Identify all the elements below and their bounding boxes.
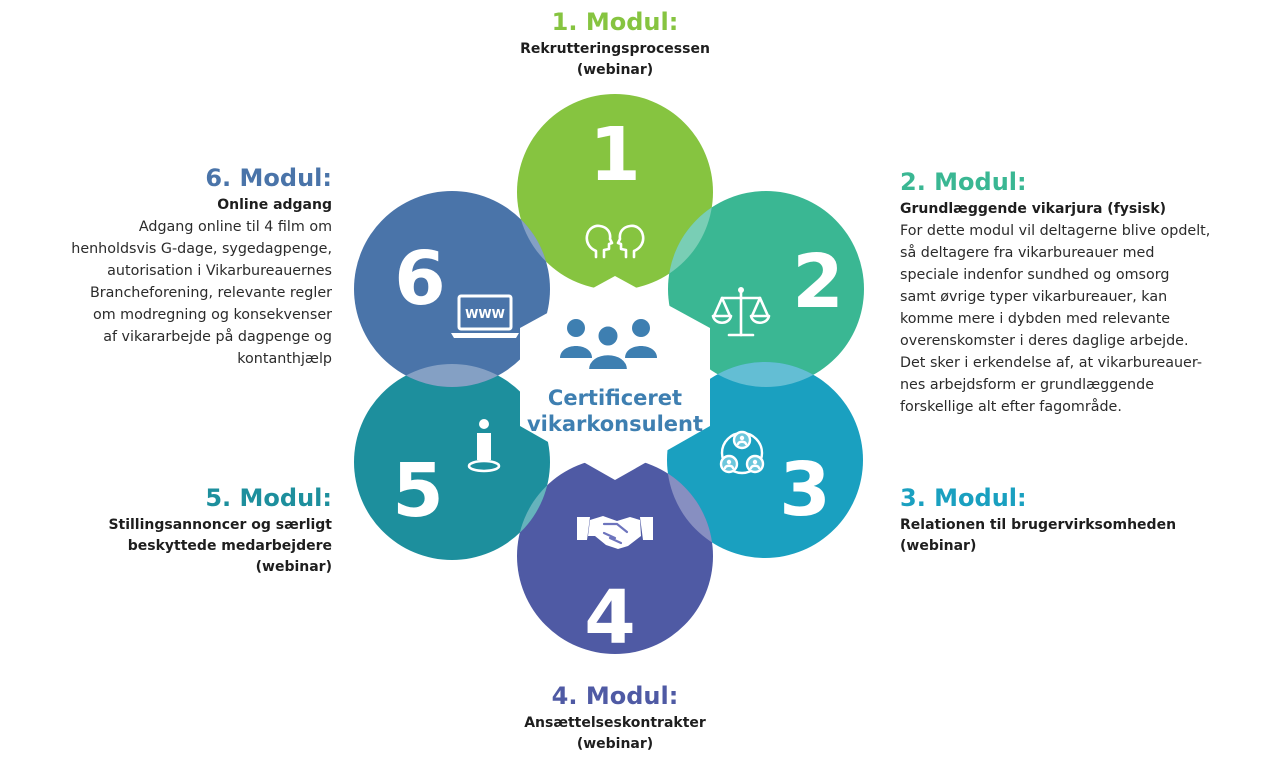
- module-3-circle: [667, 362, 863, 558]
- module-6-description-line: Adgang online til 4 film om: [138, 219, 332, 235]
- module-6-description-line: af vikararbejde på dagpenge og: [103, 329, 332, 345]
- module-1-subtitle-line-1: Rekrutteringsprocessen: [520, 41, 710, 57]
- module-6-title: 6. Modul:: [205, 164, 332, 192]
- module-2-title: 2. Modul:: [900, 168, 1027, 196]
- module-6-description-line: autorisation i Vikarbureauernes: [107, 263, 332, 279]
- module-6-label: 6. Modul: Online adgang Adgang online ti…: [2, 164, 332, 370]
- module-1-number: 1: [589, 112, 641, 198]
- svg-text:WWW: WWW: [465, 307, 505, 321]
- module-5-title: 5. Modul:: [205, 484, 332, 512]
- handshake-icon: [577, 516, 653, 549]
- module-1-label: 1. Modul: Rekrutteringsprocessen (webina…: [470, 8, 760, 81]
- module-6-description-line: Brancheforening, relevante regler: [89, 285, 332, 301]
- module-2-label: 2. Modul: Grundlæggende vikarjura (fysis…: [900, 168, 1265, 418]
- module-2-number: 2: [792, 239, 844, 325]
- module-1-title: 1. Modul:: [551, 8, 679, 36]
- module-5-subtitle-line-2: beskyttede medarbejdere: [127, 538, 332, 554]
- center-title-line-2: vikarkonsulent: [527, 412, 703, 436]
- module-4-title: 4. Modul:: [551, 682, 679, 710]
- module-2-description-line: speciale indenfor sundhed og omsorg: [900, 267, 1170, 283]
- module-3-number: 3: [779, 447, 831, 533]
- center-title-line-1: Certificeret: [548, 386, 682, 410]
- module-3-title: 3. Modul:: [900, 484, 1027, 512]
- module-6-description-line: henholdsvis G-dage, sygedagpenge,: [71, 241, 332, 257]
- module-4-circle: [517, 458, 713, 654]
- module-2-description-line: overenskomster i deres daglige arbejde.: [900, 333, 1189, 349]
- www-laptop-icon: WWW: [451, 294, 519, 338]
- module-6-description-line: kontanthjælp: [237, 351, 332, 367]
- module-5-number: 5: [392, 448, 444, 534]
- module-2-description-line: komme mere i dybden med relevante: [900, 311, 1171, 327]
- module-4-subtitle-line-2: (webinar): [576, 736, 654, 752]
- module-6-subtitle: Online adgang: [217, 197, 332, 213]
- module-4-subtitle-line-1: Ansættelseskontrakter: [524, 715, 706, 731]
- module-2-description-line: samt øvrige typer vikarbureauer, kan: [900, 289, 1168, 305]
- module-5-label: 5. Modul: Stillingsannoncer og særligt b…: [20, 484, 332, 578]
- scales-of-justice-icon: [711, 287, 771, 337]
- module-3-subtitle-line-1: Relationen til brugervirksomheden: [900, 517, 1177, 533]
- module-2-description-line: så deltagere fra vikarbureauer med: [900, 245, 1155, 261]
- module-6-number: 6: [394, 236, 446, 322]
- module-3-label: 3. Modul: Relationen til brugervirksomhe…: [900, 484, 1260, 557]
- connected-people-icon: [719, 430, 765, 475]
- person-on-target-icon: [467, 419, 501, 473]
- people-group-icon: [560, 319, 657, 371]
- module-4-label: 4. Modul: Ansættelseskontrakter (webinar…: [470, 682, 760, 755]
- module-2-subtitle: Grundlæggende vikarjura (fysisk): [900, 201, 1167, 217]
- module-6-description-line: om modregning og konsekvenser: [92, 307, 332, 323]
- module-1-subtitle-line-2: (webinar): [576, 62, 654, 78]
- two-heads-talking-icon: [585, 224, 645, 259]
- module-2-description-line: Det sker i erkendelse af, at vikarbureau…: [900, 355, 1202, 371]
- module-4-number: 4: [584, 575, 636, 661]
- module-5-subtitle-line-3: (webinar): [255, 559, 332, 575]
- module-2-description-line: For dette modul vil deltagerne blive opd…: [900, 223, 1211, 239]
- module-5-circle: [354, 364, 550, 560]
- module-1-circle: [517, 94, 713, 290]
- module-2-circle: [668, 191, 864, 387]
- module-2-description-line: forskellige alt efter fagområde.: [900, 399, 1122, 415]
- module-3-subtitle-line-2: (webinar): [900, 538, 977, 554]
- module-5-subtitle-line-1: Stillingsannoncer og særligt: [108, 517, 332, 533]
- module-2-description-line: nes arbejdsform er grundlæggende: [900, 377, 1154, 393]
